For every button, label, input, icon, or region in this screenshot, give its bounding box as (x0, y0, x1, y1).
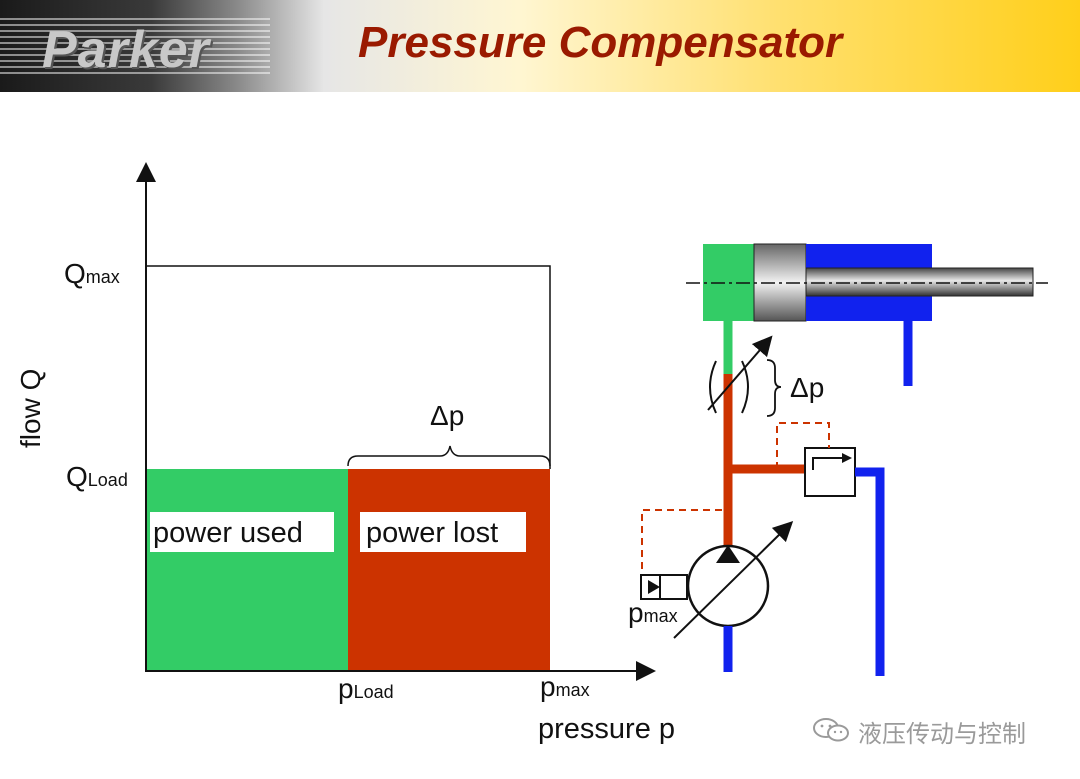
delta-p-brace (347, 445, 551, 467)
compensator-actuator-triangle (648, 580, 660, 594)
throttle-left-arc (709, 360, 717, 414)
p-load-sub: Load (354, 682, 394, 702)
relief-valve (804, 447, 856, 497)
relief-tank-line (855, 467, 885, 676)
header-band: Parker Pressure Compensator (0, 0, 1080, 92)
y-axis-label: flow Q (15, 369, 46, 448)
compensator-actuator (640, 574, 688, 600)
p-max-sub: max (556, 680, 590, 700)
relief-valve-arrowhead (842, 453, 852, 463)
logo-stripes (0, 14, 270, 78)
power-lost-label-bg (360, 512, 526, 552)
q-load-label: QLoad (66, 461, 128, 492)
compensator-pilot-line (641, 509, 722, 575)
cylinder-rod (805, 267, 1034, 297)
logo-text: Parker (42, 21, 210, 78)
q-max-sub: max (86, 267, 120, 287)
pmax-circuit-main: p (628, 597, 644, 628)
throttle-right-arc (741, 360, 749, 414)
power-used-area (146, 469, 348, 671)
x-axis-label: pressure p (538, 713, 675, 745)
pump-output-triangle (716, 545, 740, 563)
relief-valve-arrow (812, 457, 842, 470)
delta-p-circuit-label: Δp (790, 372, 824, 403)
power-lost-label: power lost (366, 517, 498, 549)
throttle-adjust-arrow (707, 335, 773, 411)
p-load-main: p (338, 673, 354, 704)
power-lost-area (348, 469, 550, 671)
p-max-label: pmax (540, 671, 590, 702)
p-load-label: pLoad (338, 673, 394, 704)
pmax-circuit-label: pmax (628, 597, 678, 628)
throttle-brace (766, 359, 782, 417)
power-used-label: power used (153, 517, 303, 549)
wechat-icon (813, 718, 849, 742)
power-used-label-bg (150, 512, 334, 552)
q-load-main: Q (66, 461, 88, 492)
parker-logo: Parker (0, 14, 270, 78)
p-max-main: p (540, 671, 556, 702)
q-max-main: Q (64, 258, 86, 289)
q-load-sub: Load (88, 470, 128, 490)
watermark-text: 液压传动与控制 (858, 720, 1026, 748)
q-max-label: Qmax (64, 258, 120, 289)
qmax-outline (146, 265, 551, 469)
pump-variable-arrow (673, 520, 794, 639)
pmax-circuit-sub: max (644, 606, 678, 626)
slide-title: Pressure Compensator (358, 18, 843, 67)
delta-p-chart-label: Δp (430, 400, 464, 431)
relief-pilot-line (776, 422, 830, 469)
